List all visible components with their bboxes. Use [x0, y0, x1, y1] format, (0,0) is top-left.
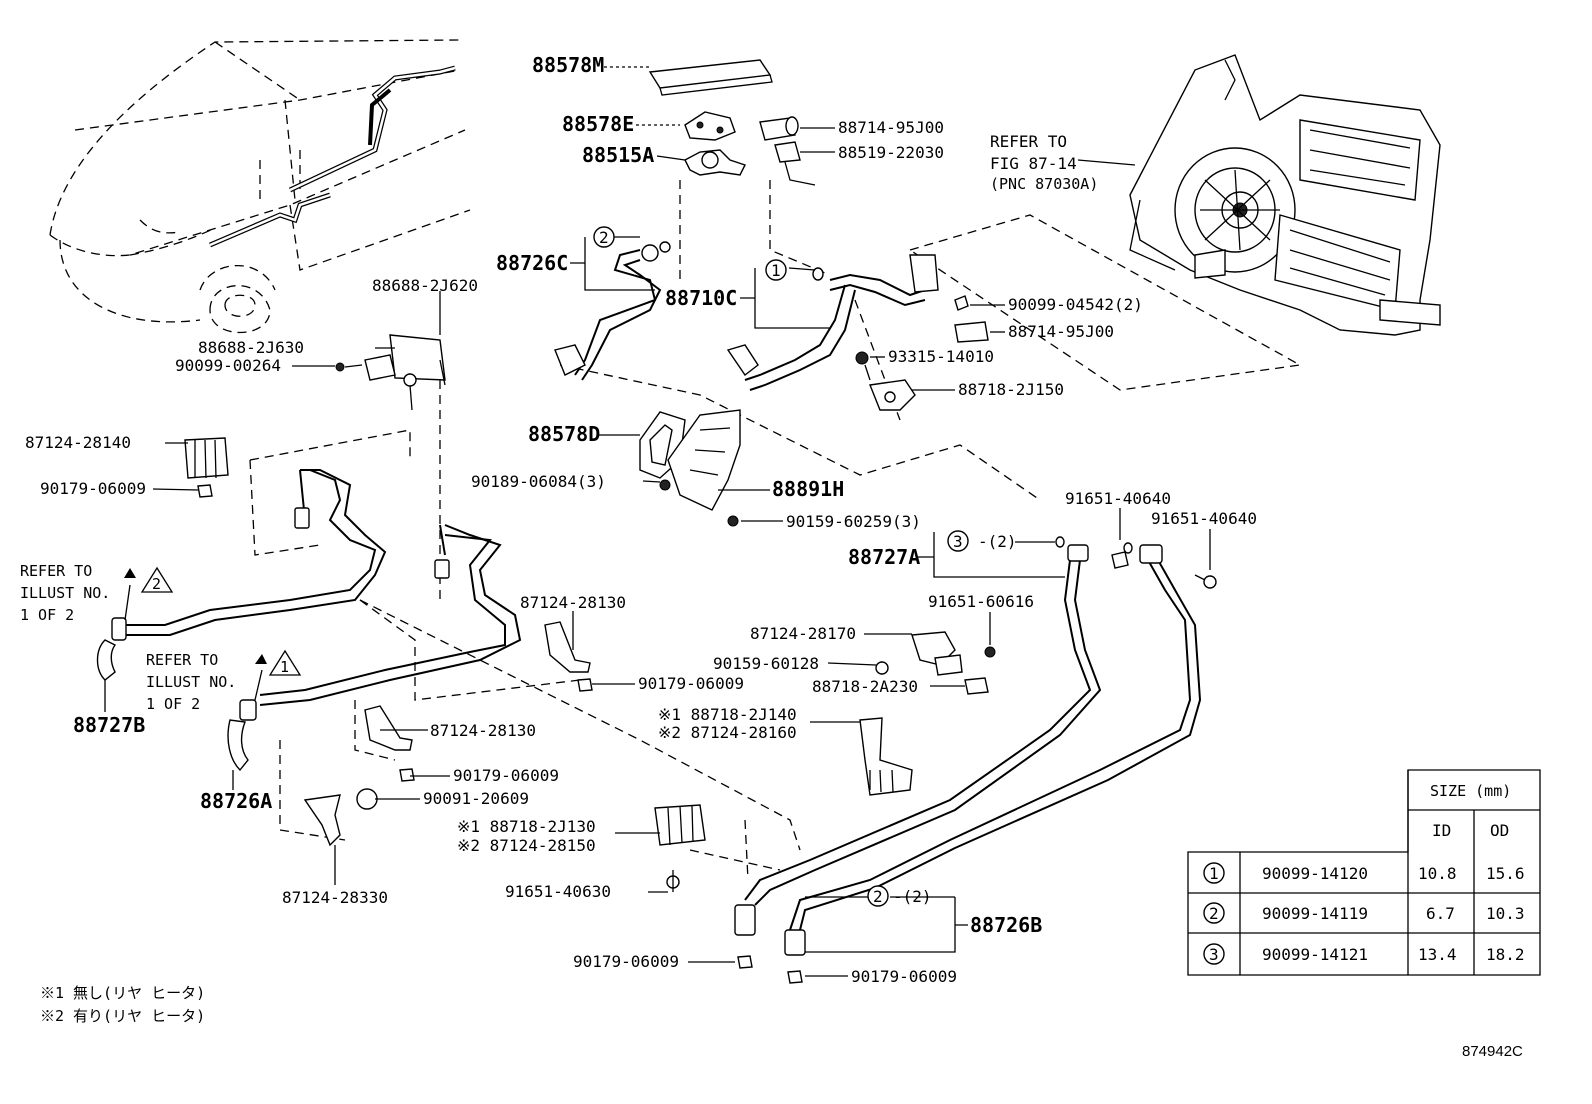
refer-fig-line1: REFER TO — [990, 132, 1067, 151]
label-87124-28130-b: 87124-28130 — [430, 721, 536, 740]
section-outlines — [249, 180, 1303, 881]
label-90179-06009-d: 90179-06009 — [573, 952, 679, 971]
label-88578D: 88578D — [528, 422, 600, 446]
label-91651-40630: 91651-40630 — [505, 882, 611, 901]
label-91651-40640-b: 91651-40640 — [1151, 509, 1257, 528]
table-header-size: SIZE (mm) — [1430, 782, 1511, 800]
label-88718-2J150: 88718-2J150 — [958, 380, 1064, 399]
label-88578E: 88578E — [562, 112, 634, 136]
table-row-od: 10.3 — [1486, 904, 1525, 923]
label-93315-14010: 93315-14010 — [888, 347, 994, 366]
refer-illust-a-line3: 1 OF 2 — [20, 606, 74, 624]
label-87124-28130-a: 87124-28130 — [520, 593, 626, 612]
warning-triangle-1 — [268, 649, 302, 676]
table-row-od: 18.2 — [1486, 945, 1525, 964]
o-ring-mark-2b-text: 2 — [873, 887, 883, 906]
label-87124-28150: ※2 87124-28150 — [457, 836, 596, 855]
o-ring-mark-2 — [593, 226, 615, 248]
label-88714-95J00-a: 88714-95J00 — [838, 118, 944, 137]
o-ring-mark-3 — [947, 530, 969, 552]
vehicle-illustration — [49, 39, 471, 333]
label-91651-40640-a: 91651-40640 — [1065, 489, 1171, 508]
figure-code: 874942C — [1462, 1043, 1523, 1060]
o-ring-mark-2-text: 2 — [599, 228, 609, 247]
table-row-mark-text: 1 — [1209, 864, 1219, 883]
label-90159-60128: 90159-60128 — [713, 654, 819, 673]
table-row-mark — [1203, 862, 1225, 884]
o-ring-mark-3-text: 3 — [953, 532, 963, 551]
label-87124-28170: 87124-28170 — [750, 624, 856, 643]
label-88727A-qty: -(2) — [978, 532, 1017, 551]
label-90179-06009-c: 90179-06009 — [453, 766, 559, 785]
label-90179-06009-a: 90179-06009 — [40, 479, 146, 498]
warning-triangle-1-text: 1 — [280, 658, 289, 676]
table-header-od: OD — [1490, 821, 1509, 840]
table-header-id: ID — [1432, 821, 1451, 840]
refer-illust-a-line2: ILLUST NO. — [20, 584, 110, 602]
label-90179-06009-e: 90179-06009 — [851, 967, 957, 986]
refer-illust-a-line1: REFER TO — [20, 562, 92, 580]
label-87124-28330: 87124-28330 — [282, 888, 388, 907]
table-row-part: 90099-14119 — [1262, 904, 1368, 923]
refer-fig-line3: (PNC 87030A) — [990, 175, 1098, 193]
warning-triangle-2-text: 2 — [152, 575, 161, 593]
label-88891H: 88891H — [772, 477, 844, 501]
o-ring-size-table: SIZE (mm) ID OD 1 90099-14120 10.8 15.6 … — [1187, 769, 1541, 976]
label-90091-20609: 90091-20609 — [423, 789, 529, 808]
refer-fig-line2: FIG 87-14 — [990, 154, 1077, 173]
label-88726A: 88726A — [200, 789, 272, 813]
table-row-mark-text: 2 — [1209, 904, 1219, 923]
refer-illust-b-line3: 1 OF 2 — [146, 695, 200, 713]
label-88515A: 88515A — [582, 143, 654, 167]
o-ring-mark-1 — [765, 259, 787, 281]
footnote-1: ※1 無し(リヤ ヒータ) — [40, 984, 205, 1002]
label-88688-2J630: 88688-2J630 — [198, 338, 304, 357]
o-ring-mark-1-text: 1 — [771, 261, 781, 280]
part-labels: 88578M 88578E 88515A 88714-95J00 88519-2… — [20, 53, 1523, 1060]
label-90099-04542: 90099-04542(2) — [1008, 295, 1143, 314]
small-parts — [184, 59, 1217, 984]
label-88688-2J620: 88688-2J620 — [372, 276, 478, 295]
label-87124-28160: ※2 87124-28160 — [658, 723, 797, 742]
table-row-mark — [1203, 943, 1225, 965]
label-88726B-qty: -(2) — [893, 887, 932, 906]
label-88726C: 88726C — [496, 251, 568, 275]
warning-triangle-2 — [140, 566, 174, 593]
label-87124-28140: 87124-28140 — [25, 433, 131, 452]
label-88727A: 88727A — [848, 545, 920, 569]
table-row-id: 13.4 — [1418, 945, 1457, 964]
table-row-od: 15.6 — [1486, 864, 1525, 883]
label-90179-06009-b: 90179-06009 — [638, 674, 744, 693]
leader-lines — [104, 66, 1211, 977]
table-row-part: 90099-14120 — [1262, 864, 1368, 883]
label-91651-60616: 91651-60616 — [928, 592, 1034, 611]
label-88718-2J130: ※1 88718-2J130 — [457, 817, 596, 836]
table-row-id: 10.8 — [1418, 864, 1457, 883]
label-88710C: 88710C — [665, 286, 737, 310]
refer-illust-b-line1: REFER TO — [146, 651, 218, 669]
hvac-unit-illustration — [1129, 54, 1441, 336]
refrigerant-pipes — [96, 249, 1202, 956]
label-90099-00264: 90099-00264 — [175, 356, 281, 375]
label-88718-2J140: ※1 88718-2J140 — [658, 705, 797, 724]
label-88519-22030: 88519-22030 — [838, 143, 944, 162]
footnote-2: ※2 有り(リヤ ヒータ) — [40, 1007, 205, 1025]
table-row-id: 6.7 — [1426, 904, 1455, 923]
o-ring-mark-2b — [867, 885, 889, 907]
table-row-mark — [1203, 902, 1225, 924]
label-88727B: 88727B — [73, 713, 145, 737]
table-row-mark-text: 3 — [1209, 945, 1219, 964]
label-88578M: 88578M — [532, 53, 604, 77]
label-88718-2A230: 88718-2A230 — [812, 677, 918, 696]
table-row-part: 90099-14121 — [1262, 945, 1368, 964]
refer-illust-b-line2: ILLUST NO. — [146, 673, 236, 691]
label-88726B: 88726B — [970, 913, 1042, 937]
label-88714-95J00-b: 88714-95J00 — [1008, 322, 1114, 341]
label-90159-60259: 90159-60259(3) — [786, 512, 921, 531]
label-90189-06084: 90189-06084(3) — [471, 472, 606, 491]
